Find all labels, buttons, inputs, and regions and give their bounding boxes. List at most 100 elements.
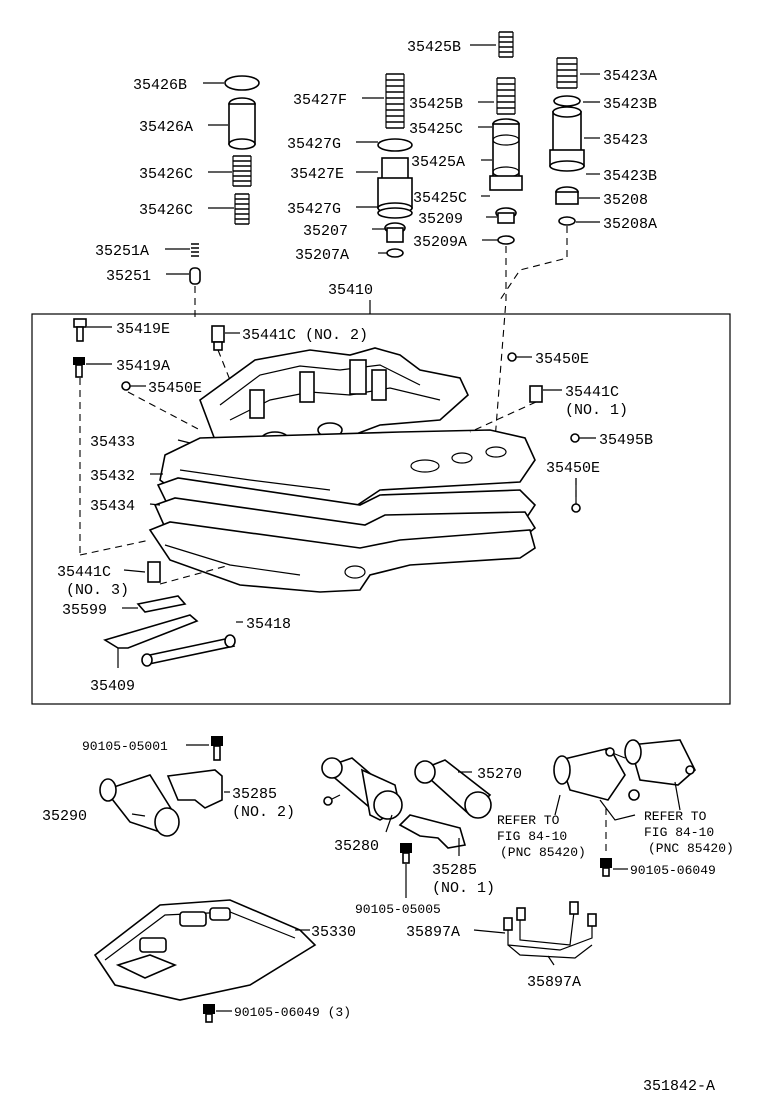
part-35450E-ball-a[interactable] [121,381,131,391]
label-35425B-top: 35425B [407,39,461,56]
label-refer-2-line-a: REFER TO [644,809,707,824]
part-35425A-valve[interactable] [489,118,523,191]
label-35409: 35409 [90,678,135,695]
label-35208A: 35208A [603,216,657,233]
solenoid-valve-ref-2[interactable] [604,739,696,786]
part-90105-06049-bolt-right[interactable] [600,858,612,877]
label-35433: 35433 [90,434,135,451]
part-35418-rod[interactable] [141,634,236,667]
label-35208: 35208 [603,192,648,209]
label-refer-1-line-a: REFER TO [497,813,560,828]
label-35330: 35330 [311,924,356,941]
part-35450E-ball-b[interactable] [507,352,517,362]
label-35599: 35599 [62,602,107,619]
label-35251: 35251 [106,268,151,285]
part-35419A-bolt[interactable] [73,357,85,378]
part-35425B-spring-mid[interactable] [496,77,516,115]
callout-labels: 35425B 35423A 35426B 35427F 35425B 35423… [42,39,734,1095]
part-35208-plug[interactable] [555,186,579,205]
part-35290-solenoid[interactable] [99,774,180,837]
label-35441C-no3-note: (NO. 3) [66,582,129,599]
label-35209: 35209 [418,211,463,228]
label-35897A-a: 35897A [406,924,460,941]
part-35426C-spring-bottom[interactable] [234,193,250,225]
part-35423A-spring[interactable] [556,57,578,89]
label-refer-2-line-b: FIG 84-10 [644,825,714,840]
part-35425B-spring-top[interactable] [498,31,514,58]
part-35897A-oil-pipe[interactable] [503,901,597,959]
part-35441C-no1-bolt[interactable] [529,385,543,403]
part-35208A-ring[interactable] [558,216,576,226]
label-35425A: 35425A [411,154,465,171]
label-35285-no2-code: 35285 [232,786,277,803]
label-35425C-bottom: 35425C [413,190,467,207]
part-35209A-ring[interactable] [497,235,515,245]
part-90105-05001-bolt[interactable] [211,736,223,761]
part-35285-no1-bracket[interactable] [398,814,467,849]
part-35427G-ring-bottom[interactable] [377,207,413,219]
label-35427E: 35427E [290,166,344,183]
label-35426B: 35426B [133,77,187,94]
label-90105-05005: 90105-05005 [355,902,441,917]
part-90105-06049-bolt-3[interactable] [203,1004,215,1023]
valve-body-lower[interactable] [148,521,536,593]
label-35285-no1-code: 35285 [432,862,477,879]
label-90105-06049-right: 90105-06049 [630,863,716,878]
label-35897A-b: 35897A [527,974,581,991]
part-35495B-ball[interactable] [570,433,580,443]
label-35419A: 35419A [116,358,170,375]
label-35441C-no1-note: (NO. 1) [565,402,628,419]
label-35285-no2-note: (NO. 2) [232,804,295,821]
part-35427G-ring-top[interactable] [377,138,413,152]
label-35290: 35290 [42,808,87,825]
label-35425B-mid: 35425B [409,96,463,113]
label-35427G-top: 35427G [287,136,341,153]
part-35207-plug[interactable] [384,222,406,243]
solenoid-valve-ref-1[interactable] [553,747,640,821]
part-35441C-no2-bolt[interactable] [211,325,225,351]
part-35330-strainer[interactable] [93,899,317,1001]
label-35450E-c: 35450E [546,460,600,477]
label-35418: 35418 [246,616,291,633]
part-90105-05005-bolt[interactable] [400,843,412,864]
label-35251A: 35251A [95,243,149,260]
part-35285-no2-bracket[interactable] [166,769,223,809]
part-35209-plug[interactable] [495,207,517,224]
part-35270-solenoid[interactable] [414,759,492,819]
part-35450E-ball-c[interactable] [571,503,581,513]
label-refer-2-line-c: (PNC 85420) [648,841,734,856]
label-35285-no1-note: (NO. 1) [432,880,495,897]
label-35450E-b: 35450E [535,351,589,368]
label-35441C-no1-code: 35441C [565,384,619,401]
part-35426C-spring-top[interactable] [232,155,252,187]
part-35599-plate[interactable] [136,595,187,613]
part-35207A-ring[interactable] [386,248,404,258]
label-35427G-bottom: 35427G [287,201,341,218]
label-refer-1-line-b: FIG 84-10 [497,829,567,844]
label-35209A: 35209A [413,234,467,251]
part-35426A-plug[interactable] [228,97,256,150]
part-35251A-spring[interactable] [191,243,199,257]
label-35207: 35207 [303,223,348,240]
label-35434: 35434 [90,498,135,515]
part-35426B-ring[interactable] [224,75,260,91]
part-35423-valve[interactable] [549,95,585,172]
part-35409-detent-spring[interactable] [103,614,199,668]
label-35423A: 35423A [603,68,657,85]
part-35419E-bolt[interactable] [73,318,87,342]
part-35251-pin[interactable] [189,267,201,285]
leader-lines [86,44,681,1012]
label-90105-05001: 90105-05001 [82,739,168,754]
label-35270: 35270 [477,766,522,783]
label-35441C-no2: 35441C (NO. 2) [242,327,368,344]
label-35432: 35432 [90,468,135,485]
assembly-frame-35410 [31,300,731,705]
part-35427E-valve[interactable] [377,157,413,214]
part-35427F-spring[interactable] [385,73,405,129]
label-35280: 35280 [334,838,379,855]
label-35419E: 35419E [116,321,170,338]
label-35450E-a: 35450E [148,380,202,397]
part-35280-solenoid[interactable] [321,757,403,821]
part-35441C-no3-bolt[interactable] [147,561,161,583]
